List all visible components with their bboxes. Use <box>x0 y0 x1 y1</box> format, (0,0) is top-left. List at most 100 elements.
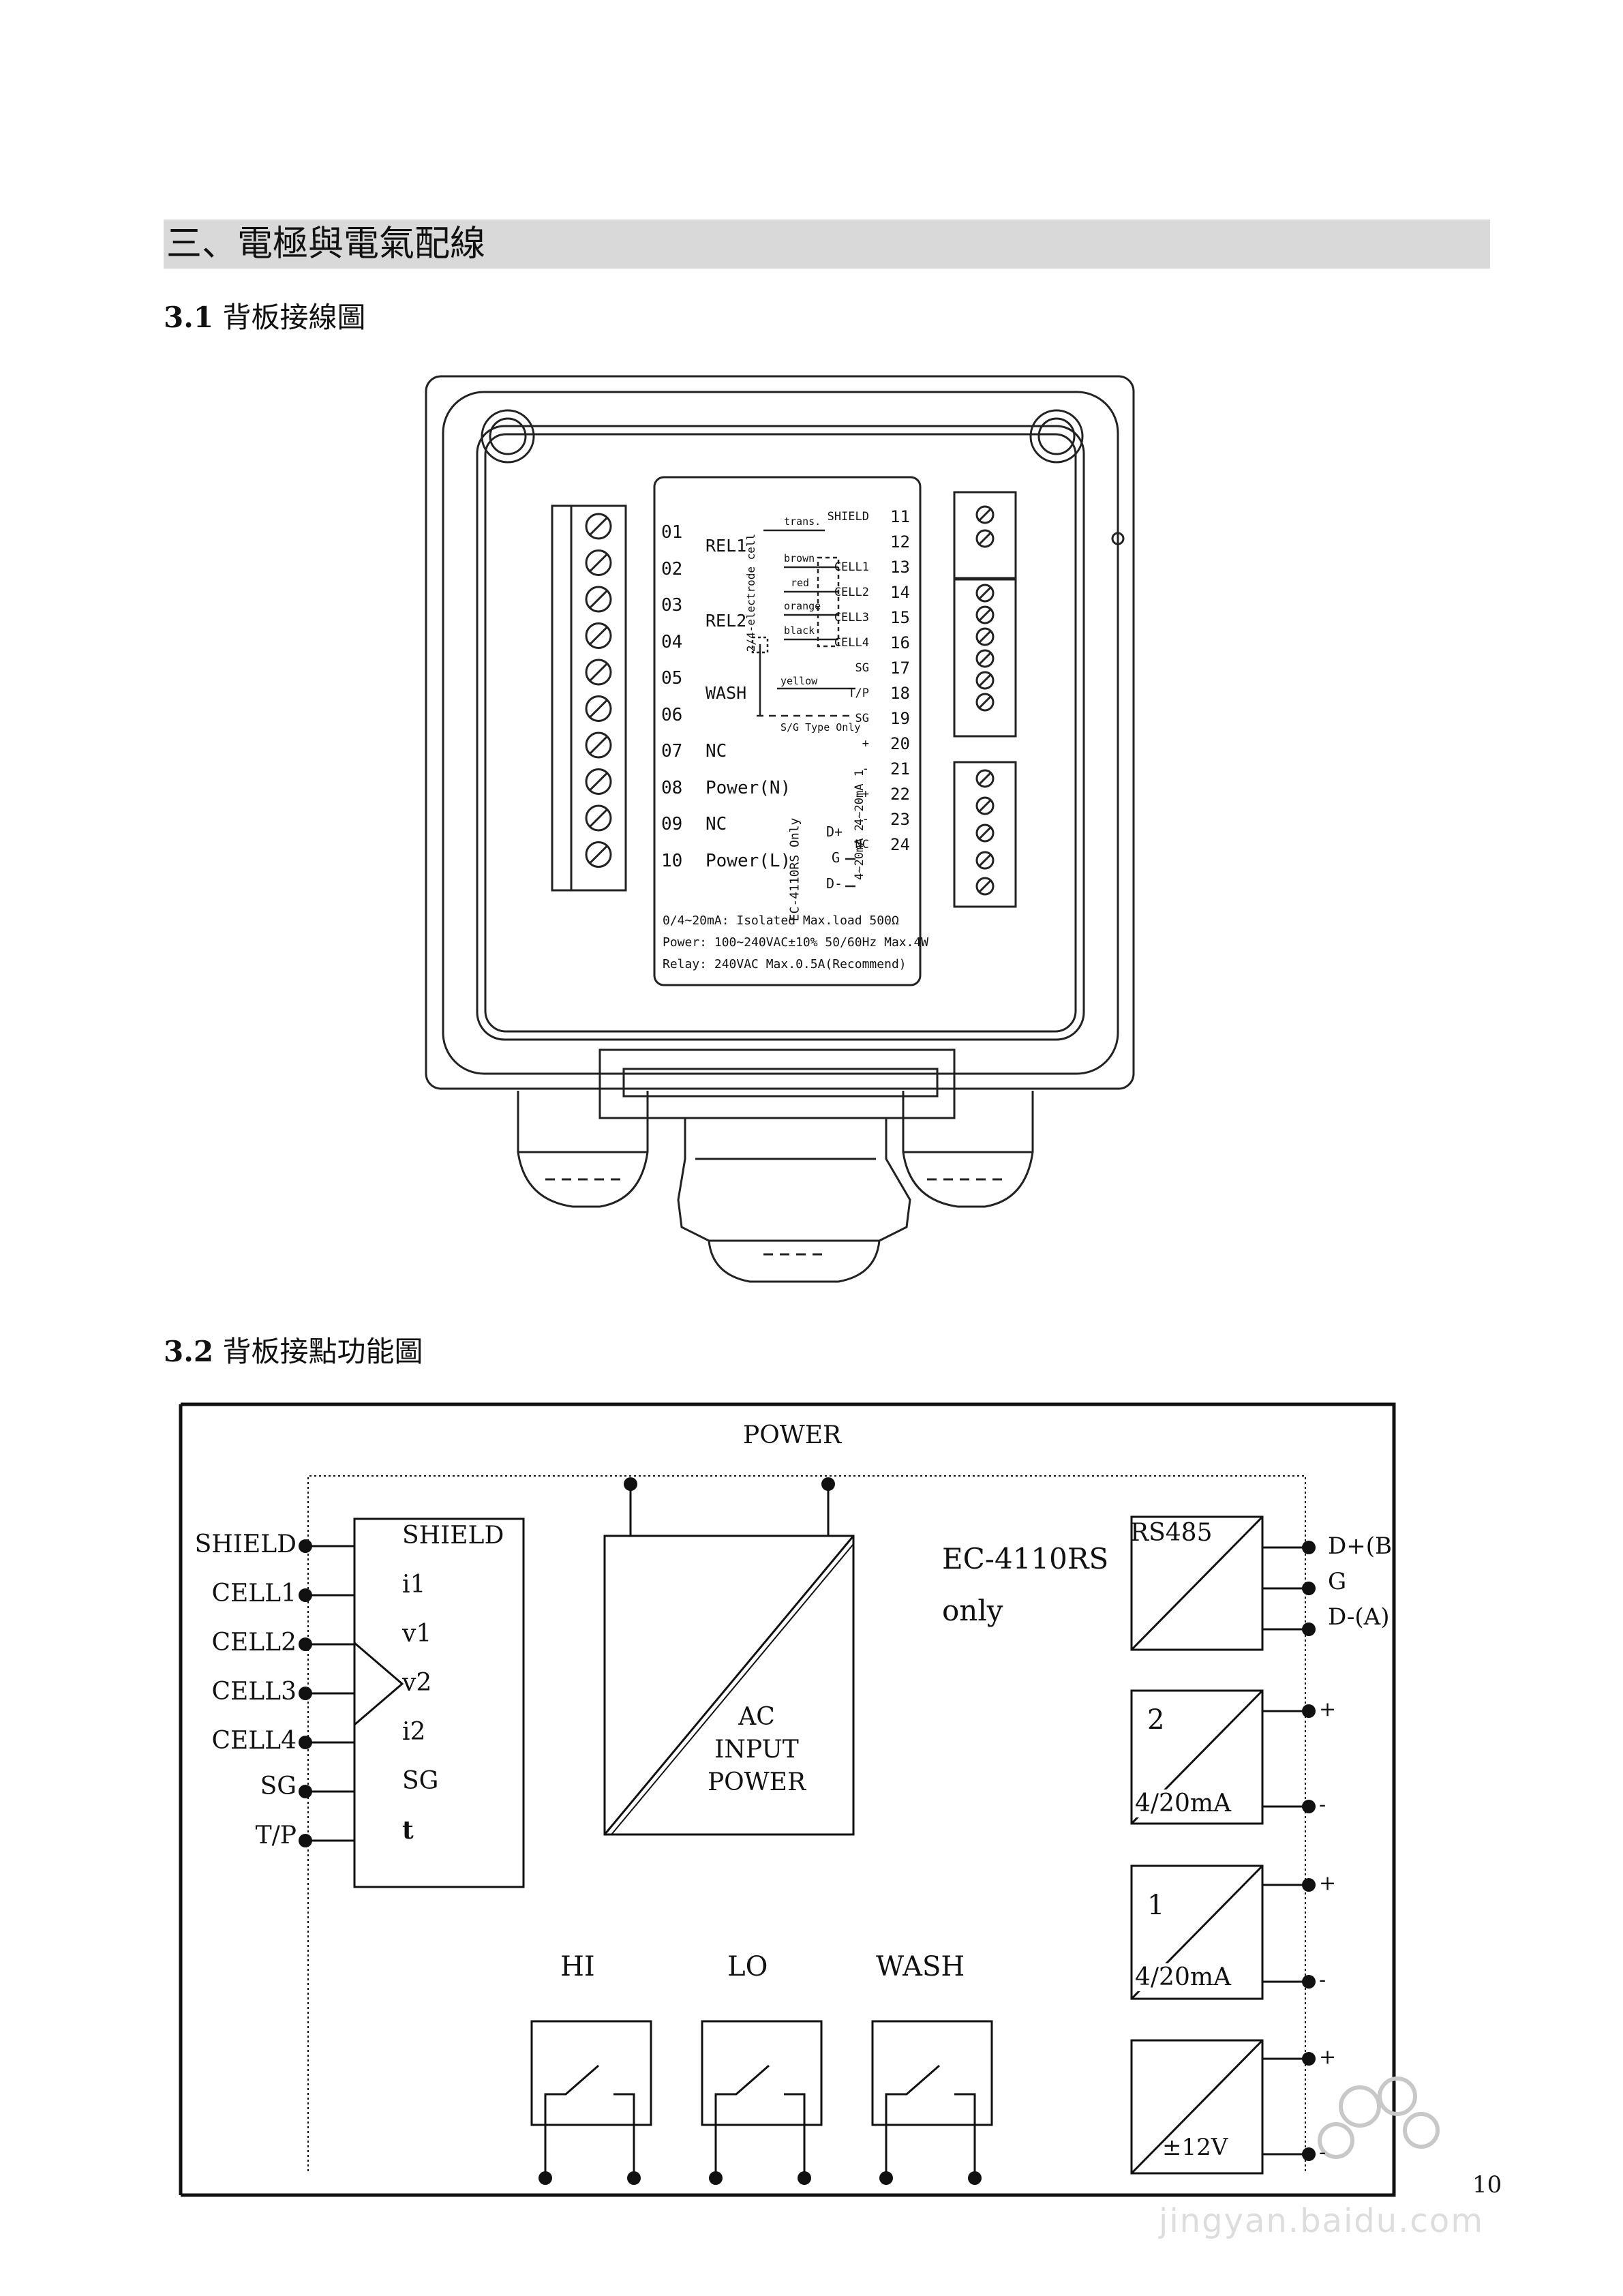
right-screw <box>975 671 995 690</box>
right-screw-slot <box>978 799 992 813</box>
right-terminal-11: 11 <box>890 507 910 526</box>
left-screw-slot <box>589 626 608 645</box>
right-terminal-13: 13 <box>890 558 910 577</box>
box-label-t: t <box>402 1816 414 1845</box>
right-screw-slot <box>978 508 992 522</box>
page-number: 10 <box>1472 2171 1502 2199</box>
right-screw-slot <box>978 532 992 545</box>
subsection-3-1-title: 3.1 背板接線圖 <box>164 299 365 337</box>
right-terminal-17: 17 <box>890 659 910 678</box>
left-terminal-09: 09 <box>661 814 683 834</box>
relay-lo-label: LO <box>727 1951 768 1982</box>
right-terminal-label-14: CELL2 <box>834 586 869 599</box>
right-screw <box>975 505 995 524</box>
supply-minus: - <box>1319 2141 1326 2164</box>
left-screw <box>585 768 612 795</box>
left-terminal-02: 02 <box>661 558 683 579</box>
right-screw <box>975 627 995 646</box>
right-screw <box>975 605 995 624</box>
right-terminal-23: 23 <box>890 810 910 829</box>
right-screw-slot <box>978 695 992 709</box>
right-terminal-label-15: CELL3 <box>834 611 869 624</box>
box-label-shield: SHIELD <box>402 1522 504 1550</box>
wire-red: red <box>791 577 810 589</box>
left-terminal-03: 03 <box>661 595 683 616</box>
left-screw-slot <box>589 590 608 609</box>
input-shield: SHIELD <box>194 1530 297 1558</box>
rs-out-g: G <box>1328 1568 1347 1595</box>
right-terminal-label-23: - <box>862 813 869 826</box>
right-terminal-label-20: + <box>862 737 869 751</box>
subsection-3-1-text: 背板接線圖 <box>222 301 366 334</box>
box-label-i1: i1 <box>402 1571 426 1599</box>
relay-hi-label: HI <box>560 1951 595 1982</box>
right-screw <box>975 851 995 870</box>
right-terminal-label-16: CELL4 <box>834 636 869 650</box>
left-terminal-label-10: Power(L) <box>706 850 791 871</box>
box-label-sg: SG <box>402 1767 439 1795</box>
input-tp: T/P <box>255 1822 297 1849</box>
right-terminal-label-18: T/P <box>848 686 869 700</box>
input-sg: SG <box>260 1772 297 1800</box>
right-terminal-15: 15 <box>890 608 910 627</box>
ec-model-label: EC-4110RS <box>942 1542 1109 1575</box>
left-screw <box>585 804 612 832</box>
left-screw-slot <box>589 663 608 682</box>
input-cell1: CELL1 <box>211 1580 297 1607</box>
wire-black: black <box>784 624 815 637</box>
watermark: jingyan.baidu.com <box>1159 2202 1484 2240</box>
right-terminal-22: 22 <box>890 785 910 804</box>
left-screw-slot <box>589 554 608 572</box>
input-cell2: CELL2 <box>211 1629 297 1657</box>
left-terminal-01: 01 <box>661 522 683 543</box>
right-terminal-14: 14 <box>890 583 910 602</box>
supply-label: ±12V <box>1162 2134 1228 2161</box>
out2-ma-label: 4/20mA <box>1135 1789 1231 1817</box>
rs-out-dplus: D+(B <box>1328 1532 1392 1560</box>
right-terminal-label-19: SG <box>855 712 869 725</box>
left-screw-slot <box>589 699 608 718</box>
right-terminal-24: 24 <box>890 835 910 854</box>
left-screw-slot <box>589 772 608 791</box>
right-screw <box>975 649 995 668</box>
left-terminal-07: 07 <box>661 741 683 761</box>
subsection-3-1-number: 3.1 <box>164 301 214 334</box>
subsection-3-2-text: 背板接點功能圖 <box>222 1335 423 1368</box>
left-screw <box>585 622 612 649</box>
left-screw <box>585 513 612 540</box>
right-terminal-label-13: CELL1 <box>834 560 869 574</box>
rs-out-dminus: D-(A) <box>1328 1603 1390 1631</box>
ac-power-label: AC INPUT POWER <box>688 1701 825 1799</box>
right-screw <box>975 529 995 548</box>
wire-yellow: yellow <box>780 675 818 687</box>
out2-number: 2 <box>1147 1704 1165 1736</box>
right-screw <box>975 584 995 603</box>
relay-wash-label: WASH <box>876 1951 965 1982</box>
wire-trans: trans. <box>784 515 821 528</box>
right-terminal-20: 20 <box>890 734 910 753</box>
left-terminal-label-08: Power(N) <box>706 777 791 798</box>
out1-plus: + <box>1319 1871 1337 1895</box>
section-heading-text: 三、電極與電氣配線 <box>166 224 486 265</box>
right-screw-slot <box>978 772 992 785</box>
right-terminal-12: 12 <box>890 532 910 552</box>
box-label-i2: i2 <box>402 1718 426 1746</box>
sg-type-note: S/G Type Only <box>780 721 861 734</box>
right-screw-slot <box>978 879 992 893</box>
left-screw-slot <box>589 736 608 755</box>
subsection-3-2-title: 3.2 背板接點功能圖 <box>164 1333 423 1371</box>
subsection-3-2-number: 3.2 <box>164 1335 214 1368</box>
left-screw <box>585 731 612 759</box>
left-screw-slot <box>589 845 608 864</box>
right-terminal-label-22: + <box>862 787 869 801</box>
left-terminal-10: 10 <box>661 850 683 871</box>
right-screw <box>975 693 995 712</box>
right-terminal-19: 19 <box>890 709 910 728</box>
input-cell4: CELL4 <box>211 1727 297 1755</box>
left-terminal-04: 04 <box>661 631 683 652</box>
left-screw <box>585 695 612 722</box>
out1-minus: - <box>1319 1968 1326 1992</box>
right-screw <box>975 877 995 896</box>
ac-line-1: AC <box>738 1703 775 1731</box>
